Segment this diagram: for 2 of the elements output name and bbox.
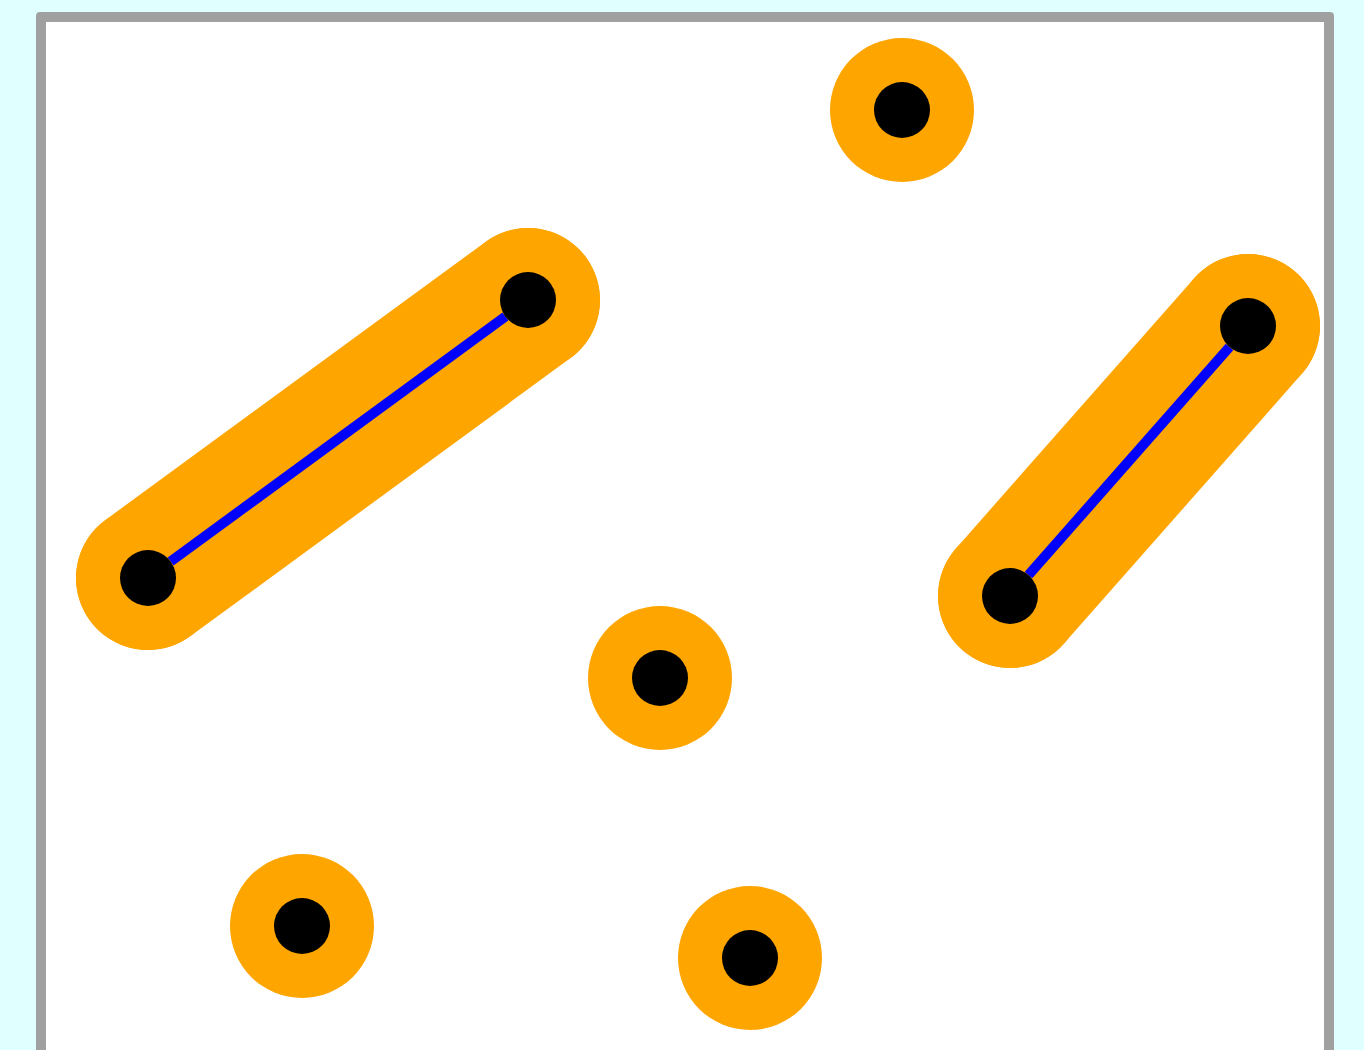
connector-line [1024,343,1234,579]
connector-line [167,312,509,566]
